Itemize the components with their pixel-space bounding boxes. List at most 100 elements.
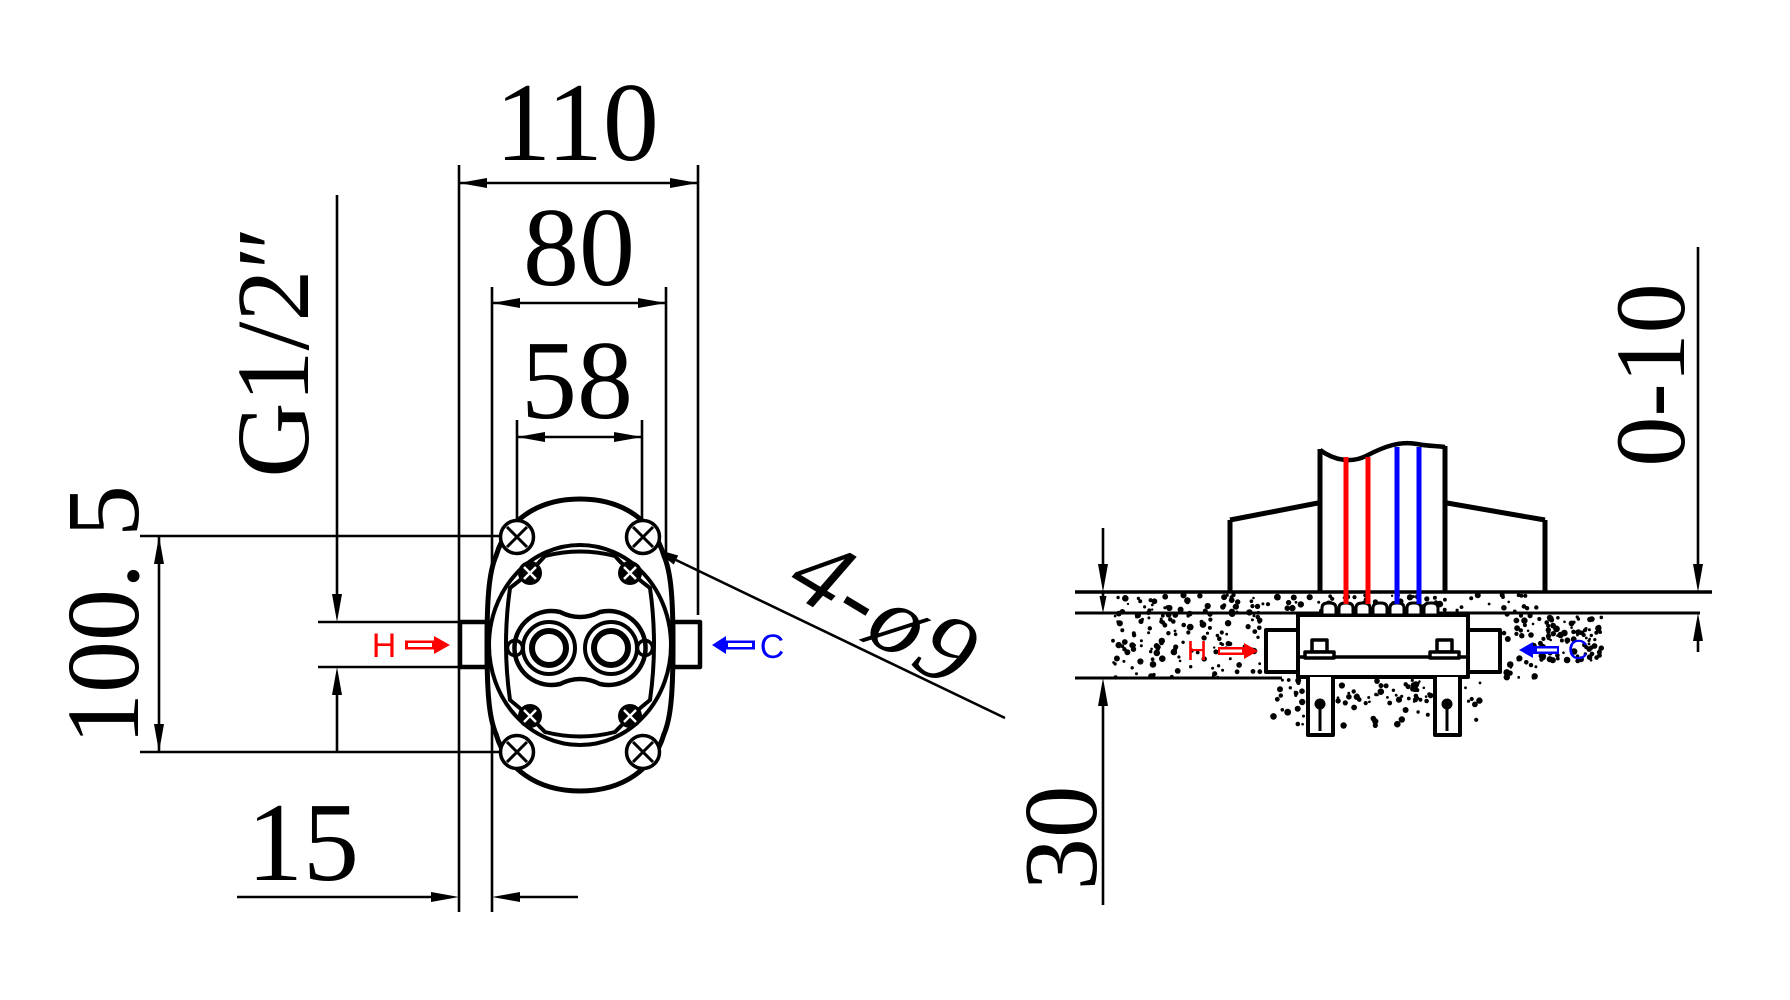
hatch-dot <box>1261 602 1265 606</box>
hatch-dot <box>1472 701 1478 708</box>
thread-size-label: G1/2″ <box>216 226 331 477</box>
hot-inlet-tab <box>457 619 490 670</box>
hatch-dot <box>1174 668 1181 674</box>
hatch-dot <box>1236 662 1242 668</box>
hatch-dot <box>1208 617 1213 622</box>
hatch-dot <box>1572 620 1576 624</box>
hatch-dot <box>1177 655 1181 659</box>
hatch-dot <box>1139 644 1143 648</box>
hatch-dot <box>1387 700 1393 706</box>
hatch-dot <box>1295 721 1301 727</box>
hatch-dot <box>1159 655 1166 662</box>
hatch-dot <box>1286 678 1291 682</box>
hatch-dot <box>1228 657 1232 661</box>
hatch-dot <box>1397 696 1402 701</box>
hatch-dot <box>1398 716 1406 723</box>
hatch-dot <box>1138 599 1143 604</box>
hatch-dot <box>1570 648 1575 654</box>
hatch-dot <box>1265 602 1271 607</box>
hatch-dot <box>1159 640 1164 646</box>
hatch-dot <box>1328 594 1333 599</box>
hatch-dot <box>1138 618 1144 625</box>
hatch-dot <box>1225 632 1229 636</box>
hatch-dot <box>1219 630 1224 635</box>
hatch-dot <box>1234 669 1240 675</box>
hatch-dot <box>1531 622 1535 626</box>
hatch-dot <box>1274 696 1280 702</box>
hatch-dot <box>1514 631 1519 637</box>
hatch-dot <box>1113 614 1117 618</box>
hatch-dot <box>1487 602 1491 606</box>
hatch-dot <box>1153 643 1160 649</box>
hatch-dot <box>1459 605 1464 609</box>
hatch-dot <box>1113 662 1117 666</box>
cold-port <box>591 628 631 668</box>
hatch-dot <box>1402 707 1409 713</box>
mounting-screws <box>498 518 662 771</box>
hatch-dot <box>1215 633 1220 638</box>
hatch-dot <box>1400 694 1404 698</box>
valve-body <box>457 496 703 794</box>
screw-bottom-right <box>624 733 662 771</box>
hatch-dot <box>1317 600 1321 604</box>
hatch-dot <box>1550 631 1557 637</box>
hatch-dot <box>1587 642 1591 646</box>
hatch-dot <box>1501 605 1507 611</box>
dim-30-label: 30 <box>1002 786 1119 891</box>
section-view: 30 0-10 H C <box>1002 247 1712 905</box>
hatch-dot <box>1546 630 1551 635</box>
hatch-dot <box>1528 662 1534 668</box>
hatch-dot <box>1137 658 1144 665</box>
hatch-dot <box>1550 622 1556 629</box>
hatch-dot <box>1357 697 1362 702</box>
hatch-dot <box>1427 692 1434 699</box>
hatch-dot <box>1135 672 1138 676</box>
hatch-dot <box>1422 686 1426 690</box>
hatch-dot <box>1151 598 1158 605</box>
hatch-dot <box>1575 629 1582 636</box>
hatch-dot <box>1469 596 1474 601</box>
hatch-dot <box>1587 616 1593 623</box>
hatch-dot <box>1503 669 1511 676</box>
hatch-dot <box>1442 607 1447 612</box>
hatch-dot <box>1351 704 1357 711</box>
hatch-dot <box>1224 620 1232 627</box>
hatch-dot <box>1598 630 1602 634</box>
holes-callout-label: 4-ø9 <box>772 513 1000 711</box>
hatch-dot <box>1537 616 1542 622</box>
hatch-dot <box>1151 608 1154 611</box>
hatch-dot <box>1285 599 1292 606</box>
hatch-dot <box>1147 616 1151 620</box>
hatch-dot <box>1124 649 1131 656</box>
hatch-dot <box>1570 644 1573 647</box>
hatch-dot <box>1160 613 1165 618</box>
hatch-dot <box>1518 613 1524 618</box>
hatch-dot <box>1513 617 1520 624</box>
hatch-dot <box>1288 686 1293 690</box>
hatch-dot <box>1501 630 1507 636</box>
dim-0-10-label: 0-10 <box>1595 283 1706 466</box>
hatch-dot <box>1570 626 1573 629</box>
hatch-dot <box>1220 642 1225 647</box>
hatch-dot <box>1159 617 1163 621</box>
hatch-dot <box>1270 713 1277 720</box>
hatch-dot <box>1412 700 1416 703</box>
dim-100-5-label: 100. 5 <box>46 485 161 745</box>
hatch-dot <box>1252 629 1258 634</box>
hatch-dot <box>1367 696 1371 699</box>
hatch-dot <box>1211 666 1215 670</box>
dim-15-label: 15 <box>247 781 359 905</box>
hatch-dot <box>1225 593 1229 597</box>
valve-round-body <box>487 543 673 747</box>
hatch-dot <box>1526 629 1530 633</box>
front-hot-label: H <box>372 627 397 665</box>
hatch-dot <box>1205 631 1210 635</box>
hatch-dot <box>1147 608 1152 613</box>
hatch-dot <box>1394 693 1398 697</box>
hatch-dot <box>1386 696 1389 699</box>
plate-screw-bottom-left <box>518 704 542 728</box>
hatch-dot <box>1293 690 1297 694</box>
dimension-lines <box>157 181 1006 899</box>
hatch-dot <box>1189 648 1194 653</box>
hatch-dot <box>1166 631 1171 636</box>
